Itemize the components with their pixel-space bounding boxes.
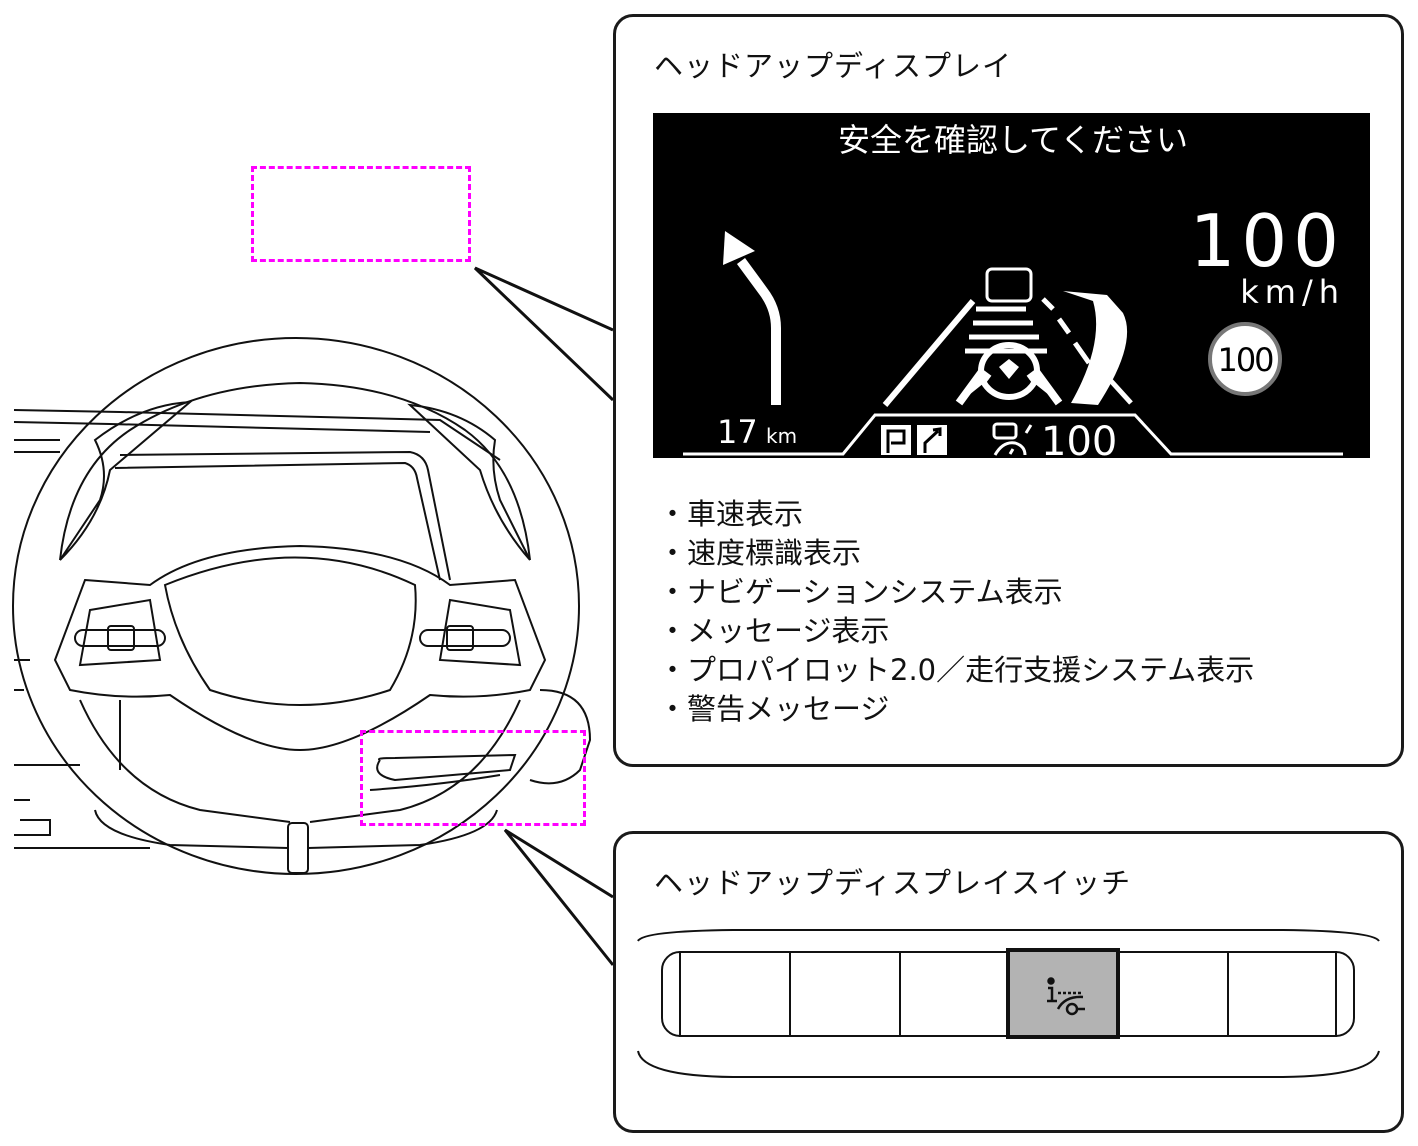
turn-left-arrow-icon — [736, 258, 781, 405]
switch-callout-title: ヘッドアップディスプレイスイッチ — [654, 866, 1132, 900]
speed-sign-icon: 100 — [1208, 322, 1282, 396]
hud-speed: 100 — [1190, 199, 1345, 283]
set-speed: 100 — [1041, 419, 1117, 458]
callout-pointers — [473, 266, 615, 966]
switch-panel — [637, 929, 1380, 1078]
lane-assist-icon — [882, 267, 1133, 407]
hud-callout-title: ヘッドアップディスプレイ — [654, 49, 1012, 83]
lane-change-icon — [917, 425, 947, 455]
hud-callout: ヘッドアップディスプレイ 安全を確認してください 100 km/h 100 17… — [613, 14, 1404, 767]
hud-screen: 安全を確認してください 100 km/h 100 17 km — [653, 113, 1370, 465]
list-item: 警告メッセージ — [658, 690, 1254, 729]
hud-status-bar-outline — [683, 413, 1343, 456]
hud-switch-location-highlight — [360, 730, 586, 826]
steering-wheel — [12, 337, 580, 875]
hud-switch-button[interactable] — [1006, 948, 1120, 1039]
list-item: プロパイロット2.0／走行支援システム表示 — [658, 651, 1254, 690]
switch-callout: ヘッドアップディスプレイスイッチ — [613, 831, 1404, 1133]
speed-sign-value: 100 — [1217, 341, 1273, 379]
list-item: メッセージ表示 — [658, 612, 1254, 651]
list-item: ナビゲーションシステム表示 — [658, 573, 1254, 612]
hud-message: 安全を確認してください — [838, 121, 1188, 159]
hud-location-highlight — [251, 166, 471, 262]
hud-speed-unit: km/h — [1240, 273, 1345, 311]
hud-display: 安全を確認してください 100 km/h 100 17 km — [683, 121, 1345, 465]
hud-feature-list: 車速表示 速度標識表示 ナビゲーションシステム表示 メッセージ表示 プロパイロッ… — [658, 495, 1254, 729]
nav-distance: 17 — [717, 413, 758, 451]
hud-info-icon — [1047, 977, 1085, 1016]
cruise-control-icon — [992, 422, 1033, 456]
turn-arrow-head — [723, 231, 755, 265]
list-item: 車速表示 — [658, 495, 1254, 534]
list-item: 速度標識表示 — [658, 534, 1254, 573]
nav-distance-unit: km — [766, 424, 797, 448]
destination-flag-icon — [881, 425, 911, 455]
